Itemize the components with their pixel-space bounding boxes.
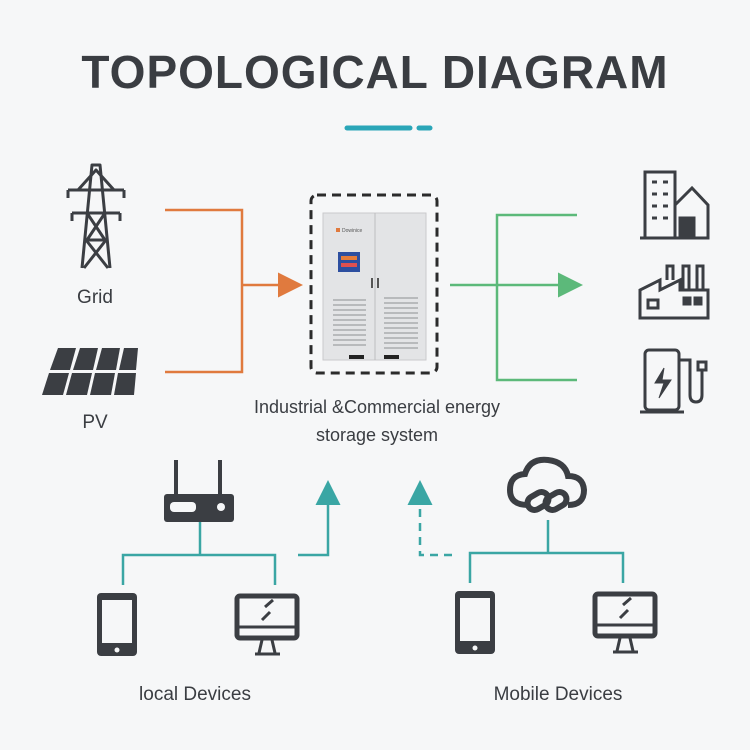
system-label-line2: storage system [315,425,439,445]
mobile-devices-label: Mobile Devices [493,684,623,705]
network-lines [121,480,625,585]
page-title: TOPOLOGICAL DIAGRAM [81,46,669,98]
input-lines [165,208,303,374]
local-monitor-icon [234,593,300,656]
power-tower-icon [66,163,126,269]
energy-storage-cabinet: Dowinice [309,193,439,375]
local-phone-icon [97,593,137,656]
output-lines [450,213,583,382]
mobile-phone-icon [455,591,495,654]
pv-label: PV [82,412,108,433]
factory-icon [638,264,710,320]
cloud-link-icon [506,456,588,513]
local-devices-label: local Devices [139,684,251,705]
building-icon [640,170,710,240]
mobile-monitor-icon [592,591,658,654]
grid-label: Grid [77,287,113,308]
brand-logo: Dowinice [342,228,363,234]
solar-panel-icon [42,348,138,395]
system-label-line1: Industrial &Commercial energy [253,397,501,417]
router-icon [164,460,234,522]
ev-charger-icon [640,348,708,414]
